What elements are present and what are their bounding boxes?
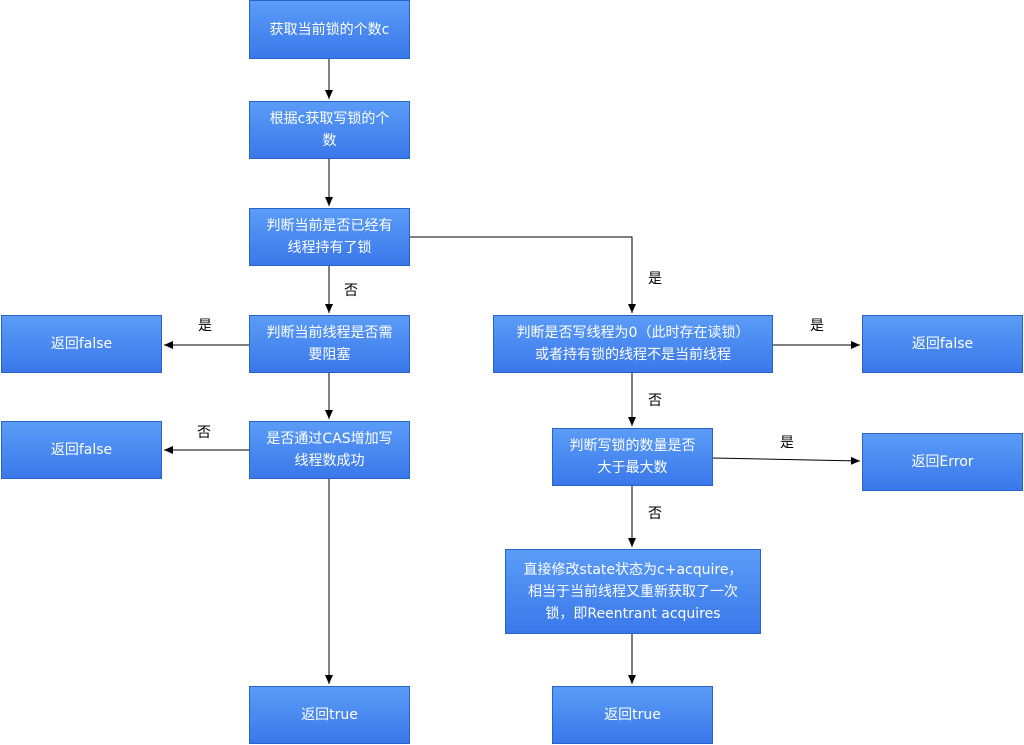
node-get-count: 获取当前锁的个数c bbox=[249, 0, 410, 59]
label-yes-hasholder: 是 bbox=[648, 271, 662, 287]
node-check-zero-or-owner: 判断是否写线程为0（此时存在读锁） 或者持有锁的线程不是当前线程 bbox=[493, 315, 773, 373]
label-no-checkzero: 否 bbox=[648, 393, 662, 409]
label-yes-block: 是 bbox=[198, 318, 212, 334]
label-no-cas: 否 bbox=[197, 425, 211, 441]
label-yes-checkzero: 是 bbox=[810, 318, 824, 334]
node-return-error: 返回Error bbox=[862, 433, 1023, 491]
node-return-true-2: 返回true bbox=[552, 686, 713, 744]
edge-checkmax-to-error bbox=[711, 456, 861, 465]
node-cas-add: 是否通过CAS增加写 线程数成功 bbox=[249, 421, 410, 479]
node-return-false-1: 返回false bbox=[1, 315, 162, 373]
node-get-write-count: 根据c获取写锁的个 数 bbox=[249, 101, 410, 159]
node-return-true-1: 返回true bbox=[249, 686, 410, 744]
label-no-checkmax: 否 bbox=[648, 506, 662, 522]
node-check-has-holder: 判断当前是否已经有 线程持有了锁 bbox=[249, 208, 410, 266]
edge-hasholder-to-checkzero bbox=[409, 236, 636, 313]
node-return-false-3: 返回false bbox=[862, 315, 1023, 373]
label-yes-checkmax: 是 bbox=[780, 435, 794, 451]
node-set-state: 直接修改state状态为c+acquire， 相当于当前线程又重新获取了一次 锁… bbox=[505, 549, 761, 634]
node-check-max: 判断写锁的数量是否 大于最大数 bbox=[552, 428, 713, 486]
node-return-false-2: 返回false bbox=[1, 421, 162, 479]
label-no-hasholder: 否 bbox=[344, 283, 358, 299]
node-check-block: 判断当前线程是否需 要阻塞 bbox=[249, 315, 410, 373]
